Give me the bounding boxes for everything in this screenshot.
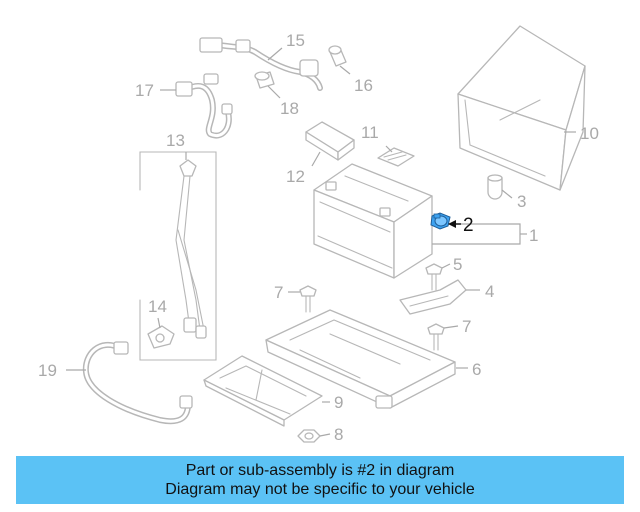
callout-5: 5 (453, 255, 462, 274)
parts-diagram: 1 2 3 4 5 6 7 7 8 9 10 11 12 13 14 15 16… (38, 25, 599, 444)
leader-7b (443, 325, 459, 329)
part-17-cable (175, 73, 233, 139)
leader-18 (267, 85, 281, 99)
part-14-sensor (147, 325, 175, 349)
callout-4: 4 (485, 282, 494, 301)
part-5-bolt (425, 263, 443, 291)
callout-12: 12 (286, 167, 305, 186)
part-10-battery-cover (457, 25, 586, 191)
part-7b-bolt (427, 323, 445, 351)
part-19-cable (82, 341, 193, 425)
callout-10: 10 (580, 124, 599, 143)
part-15-harness (199, 37, 323, 91)
callout-6: 6 (472, 360, 481, 379)
callout-7b: 7 (462, 317, 471, 336)
part-7a-bolt (299, 285, 317, 313)
part-11-pad (377, 147, 415, 167)
callout-8: 8 (334, 425, 343, 444)
part-8-nut (297, 429, 321, 443)
leader-5 (441, 263, 451, 269)
info-banner-line-2: Diagram may not be specific to your vehi… (165, 481, 475, 498)
part-2-bolt-highlighted (430, 212, 451, 230)
leader-3 (501, 189, 513, 199)
leader-12 (311, 151, 321, 167)
part-6-battery-tray (265, 309, 456, 409)
leader-16 (339, 65, 351, 75)
callout-18: 18 (280, 99, 299, 118)
callout-19: 19 (38, 361, 57, 380)
callout-17: 17 (135, 81, 154, 100)
leader-8 (319, 433, 331, 437)
callout-15: 15 (286, 31, 305, 50)
part-3-clip (487, 174, 503, 200)
info-banner: Part or sub-assembly is #2 in diagram Di… (16, 456, 624, 504)
leader-11 (385, 145, 393, 153)
info-banner-line-1: Part or sub-assembly is #2 in diagram (185, 462, 455, 479)
leader-14 (157, 317, 161, 329)
callout-14: 14 (148, 297, 167, 316)
leader-2-arrow (448, 220, 456, 228)
callout-13: 13 (166, 131, 185, 150)
part-9-lower-tray (203, 355, 323, 427)
callout-9: 9 (334, 393, 343, 412)
part-4-bracket (399, 279, 467, 315)
callout-3: 3 (517, 192, 526, 211)
part-16-grommet (328, 45, 347, 67)
part-13-hold-down-group (139, 151, 217, 361)
part-18-boot (254, 71, 275, 89)
callout-2: 2 (463, 215, 474, 236)
callout-11: 11 (361, 123, 379, 142)
callout-16: 16 (354, 76, 373, 95)
part-1-battery (313, 163, 433, 279)
part-12-terminal-cover (305, 121, 355, 161)
leader-15 (267, 47, 283, 61)
callout-1: 1 (529, 226, 538, 245)
callout-7a: 7 (274, 283, 283, 302)
